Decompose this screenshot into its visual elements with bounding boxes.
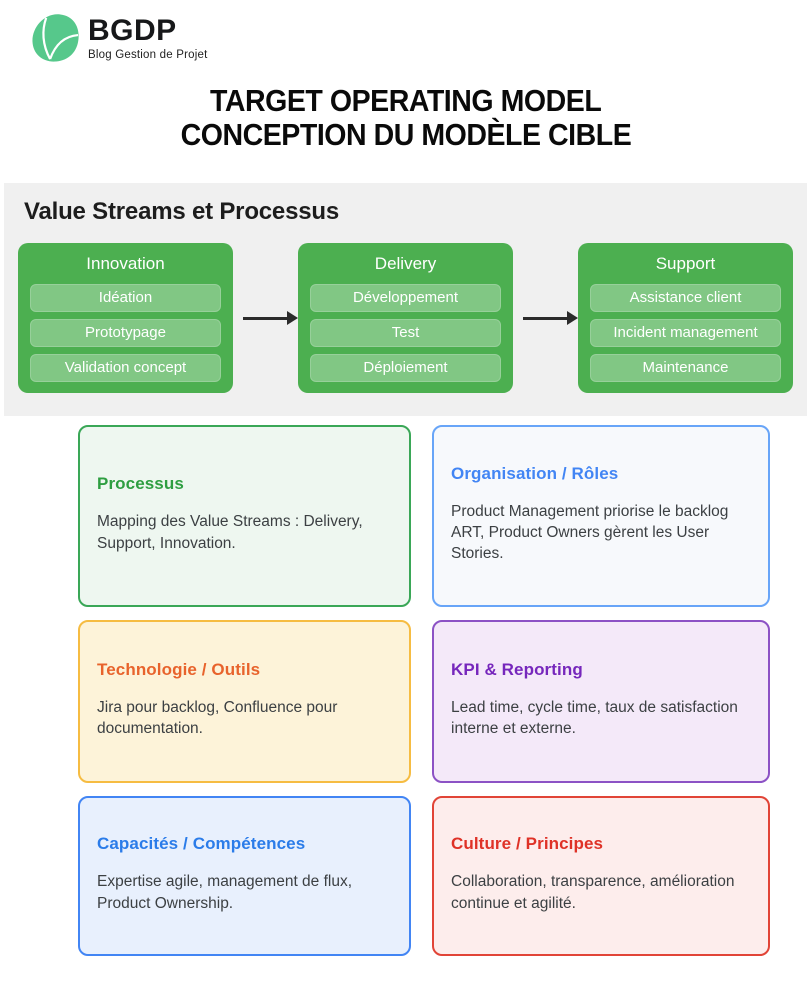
step-item: Validation concept <box>30 354 221 383</box>
step-item: Idéation <box>30 284 221 313</box>
card-title: Processus <box>97 474 184 494</box>
card-title: KPI & Reporting <box>451 659 583 679</box>
card-body: Jira pour backlog, Confluence pour docum… <box>97 698 338 738</box>
value-streams-heading: Value Streams et Processus <box>24 198 339 226</box>
tom-cards-grid: Processus Mapping des Value Streams : De… <box>78 425 770 957</box>
value-stream-column-delivery: Delivery Développement Test Déploiement <box>298 243 513 394</box>
card-title: Culture / Principes <box>451 834 604 854</box>
card-title: Organisation / Rôles <box>451 463 619 483</box>
step-item: Incident management <box>590 319 781 348</box>
card-body: Expertise agile, management de flux, Pro… <box>97 873 353 912</box>
value-stream-column-innovation: Innovation Idéation Prototypage Validati… <box>18 243 233 394</box>
step-item: Développement <box>310 284 501 313</box>
right-arrow-icon <box>242 311 298 326</box>
card-organisation-roles: Organisation / Rôles Product Management … <box>432 425 770 608</box>
step-item: Déploiement <box>310 354 501 383</box>
column-title: Innovation <box>86 254 165 274</box>
right-arrow-icon <box>522 311 578 326</box>
page-title: TARGET OPERATING MODEL CONCEPTION DU MOD… <box>0 83 811 153</box>
card-processus: Processus Mapping des Value Streams : De… <box>78 425 411 608</box>
step-item: Maintenance <box>590 354 781 383</box>
step-item: Prototypage <box>30 319 221 348</box>
card-capacites-competences: Capacités / Compétences Expertise agile,… <box>78 796 411 957</box>
card-body: Lead time, cycle time, taux de satisfact… <box>451 698 738 738</box>
brand-name: BGDP <box>88 13 177 47</box>
logo: BGDP Blog Gestion de Projet <box>0 0 811 63</box>
card-kpi-reporting: KPI & Reporting Lead time, cycle time, t… <box>432 620 770 784</box>
step-item: Assistance client <box>590 284 781 313</box>
column-title: Delivery <box>374 254 437 274</box>
step-item: Test <box>310 319 501 348</box>
card-body: Collaboration, transparence, amélioratio… <box>451 873 735 912</box>
brand-tagline: Blog Gestion de Projet <box>88 48 208 61</box>
leaf-icon <box>32 14 79 62</box>
column-title: Support <box>655 254 716 274</box>
card-technologie-outils: Technologie / Outils Jira pour backlog, … <box>78 620 411 784</box>
card-body: Mapping des Value Streams : Delivery, Su… <box>97 513 363 552</box>
card-body: Product Management priorise le backlog A… <box>451 502 729 563</box>
card-title: Capacités / Compétences <box>97 834 306 854</box>
card-culture-principes: Culture / Principes Collaboration, trans… <box>432 796 770 957</box>
value-streams-section: Value Streams et Processus Innovation Id… <box>4 183 807 417</box>
page-title-line1: TARGET OPERATING MODEL <box>209 83 602 118</box>
value-stream-column-support: Support Assistance client Incident manag… <box>578 243 793 394</box>
page-title-line2: CONCEPTION DU MODÈLE CIBLE <box>180 117 631 153</box>
card-title: Technologie / Outils <box>97 659 261 679</box>
value-streams-row: Innovation Idéation Prototypage Validati… <box>18 243 793 394</box>
